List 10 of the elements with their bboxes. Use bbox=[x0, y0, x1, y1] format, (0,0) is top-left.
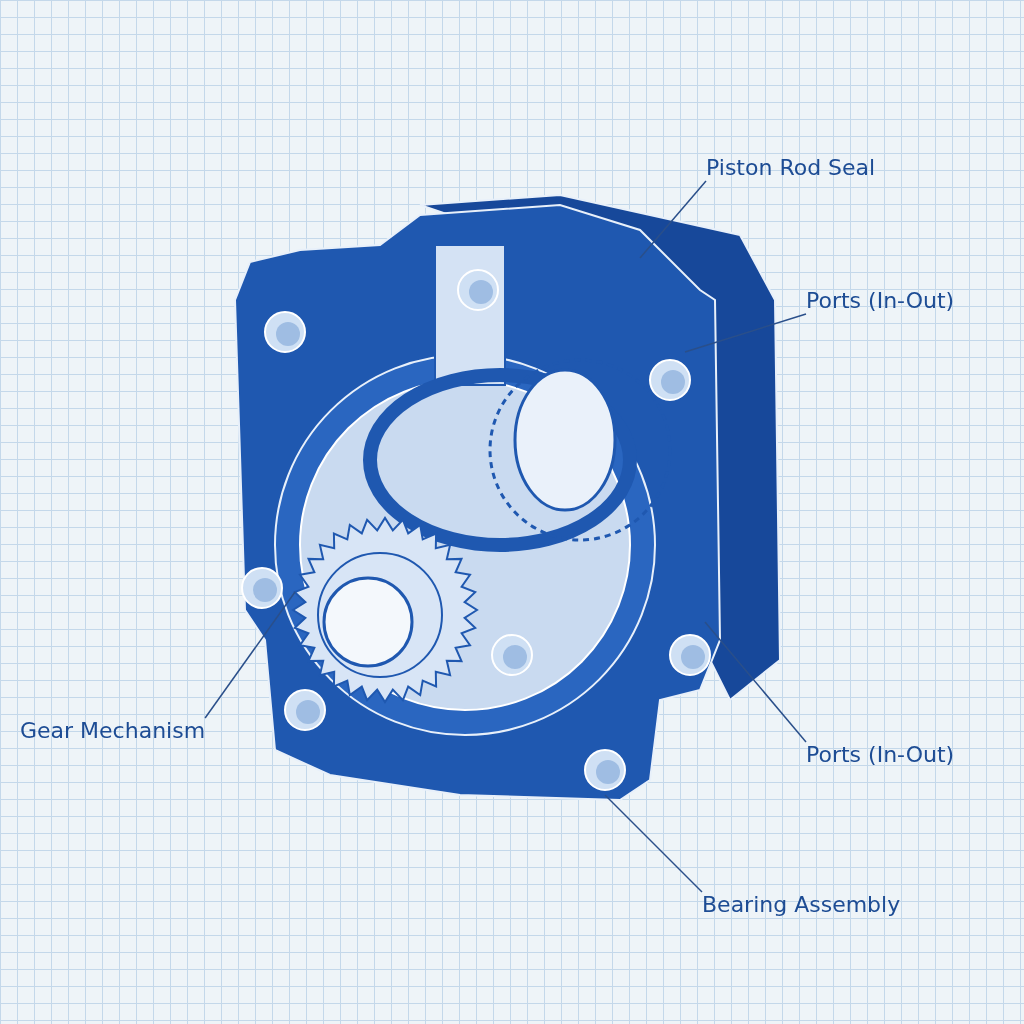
leader-line bbox=[684, 313, 807, 353]
leader-line bbox=[204, 591, 296, 719]
leader-line bbox=[639, 180, 707, 259]
part-label: Gear Mechanism bbox=[20, 718, 206, 744]
part-label: Piston Rod Seal bbox=[706, 155, 876, 181]
leader-line bbox=[704, 621, 807, 743]
leader-line bbox=[604, 794, 703, 893]
part-label: Bearing Assembly bbox=[702, 892, 901, 918]
part-label: Ports (In-Out) bbox=[806, 288, 955, 314]
part-label: Ports (In-Out) bbox=[806, 742, 955, 768]
